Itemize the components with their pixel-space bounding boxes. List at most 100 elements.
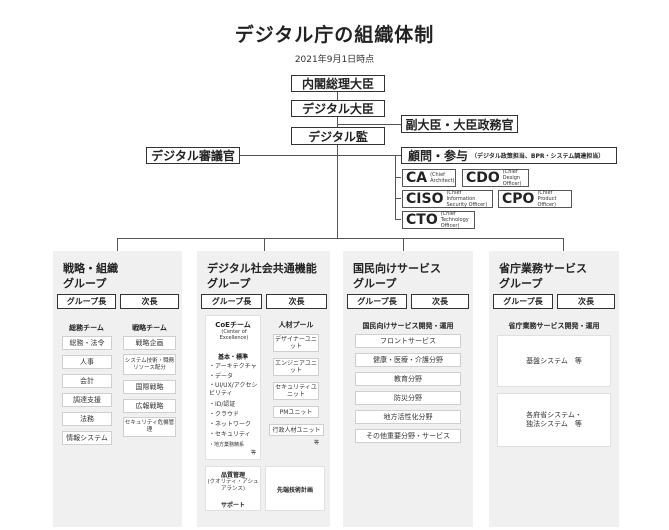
cpo-abbr: CPO	[502, 191, 535, 207]
agency-system-line2: 独法システム 等	[526, 420, 582, 428]
team1-item: 法務	[62, 412, 112, 426]
group-citizen-panel: 国民向けサービス グループ グループ長 次長 国民向けサービス開発・運用 フロン…	[343, 251, 473, 527]
clevel-branch-1	[395, 177, 401, 178]
basic-etc: 等	[251, 450, 257, 456]
group-ministry-panel: 省庁業務サービス グループ グループ長 次長 省庁業務サービス開発・運用 基盤シ…	[489, 251, 619, 527]
basic-standard-label: 基本・標準	[217, 354, 248, 361]
cto-box: CTO (Chief Technology Officer)	[402, 211, 475, 229]
team2-item: 広報戦略	[123, 399, 176, 413]
group-citizen-title: 国民向けサービス グループ	[353, 261, 441, 291]
hr-unit: エンジニアユニット	[273, 358, 319, 376]
cdo-desc: (Chief Design Officer)	[502, 169, 522, 187]
group4-drop-line	[563, 238, 564, 251]
group3-drop-line	[403, 238, 404, 251]
cdo-abbr: CDO	[466, 170, 500, 186]
group-strategy-title-line1: 戦略・組織	[63, 262, 118, 275]
basic-item: ・UI/UX/アクセシビリティ	[209, 382, 258, 397]
hr-etc: 等	[314, 440, 320, 446]
vice-minister-box: 副大臣・大臣政務官	[401, 115, 518, 133]
group-citizen-title-line2: グループ	[353, 277, 397, 290]
group-common-title: デジタル社会共通機能 グループ	[207, 261, 317, 291]
group-common-title-line2: グループ	[207, 277, 251, 290]
group-common-title-line1: デジタル社会共通機能	[207, 262, 317, 275]
group-citizen-head: グループ長	[347, 294, 407, 309]
group-citizen-title-line1: 国民向けサービス	[353, 262, 441, 275]
group-common-panel: デジタル社会共通機能 グループ グループ長 次長 CoEチーム (Center …	[197, 251, 330, 527]
vice-connector-line	[338, 124, 401, 125]
ciso-box: CISO (Chief Information Security Officer…	[402, 190, 493, 208]
team1-item: 総務・法令	[62, 336, 112, 350]
hr-unit: セキュリティユニット	[273, 382, 319, 400]
councilor-connector-line	[240, 155, 337, 156]
digital-councilor-box: デジタル審議官	[146, 147, 240, 164]
team2-item: 戦略企画	[123, 336, 176, 350]
team1-item: 人事	[62, 355, 112, 369]
citizen-service-item: 健康・医療・介護分野	[355, 353, 461, 367]
group-strategy-panel: 戦略・組織 グループ グループ長 次長 総務チーム 戦略チーム 総務・法令 人事…	[53, 251, 182, 527]
basic-item: ・ID/認証	[209, 401, 236, 408]
cto-abbr: CTO	[406, 212, 438, 228]
group-strategy-vice: 次長	[120, 294, 179, 309]
citizen-service-item: その他重要分野・サービス	[355, 429, 461, 443]
group1-drop-line	[117, 238, 118, 251]
base-system-box: 基盤システム 等	[497, 335, 611, 387]
team2-item: セキュリティ危機管理	[123, 417, 176, 437]
ciso-desc: (Chief Information Security Officer)	[446, 190, 488, 208]
citizen-service-item: フロントサービス	[355, 334, 461, 348]
clevel-branch-3	[395, 219, 401, 220]
group-common-head: グループ長	[201, 294, 262, 309]
hr-pool-title: 人材プール	[278, 321, 314, 329]
group-strategy-title: 戦略・組織 グループ	[63, 261, 118, 291]
basic-item: ・クラウド	[209, 411, 240, 418]
hr-unit: PMユニット	[273, 406, 319, 418]
citizen-service-item: 防災分野	[355, 391, 461, 405]
quality-support: サポート	[220, 502, 245, 509]
groups-horizontal-line	[117, 238, 564, 239]
date-label: 2021年9月1日時点	[294, 55, 375, 65]
group-citizen-vice: 次長	[411, 294, 469, 309]
ca-desc: (Chief Architect)	[430, 172, 455, 184]
group2-drop-line	[264, 238, 265, 251]
quality-title: 品質管理	[220, 472, 245, 479]
ca-box: CA (Chief Architect)	[402, 169, 456, 187]
agency-system-box: 各府省システム・ 独法システム 等	[497, 393, 611, 447]
team1-item: 調達支援	[62, 393, 112, 407]
basic-item: ・地方業務精系	[209, 442, 245, 448]
page-title: デジタル庁の組織体制	[234, 24, 435, 46]
cpo-box: CPO (Chief Product Officer)	[498, 190, 572, 208]
basic-item: ・アーキテクチャ	[209, 363, 257, 370]
advisor-label: 顧問・参与	[408, 149, 469, 163]
advanced-tech-block	[265, 466, 325, 511]
advisor-box: 顧問・参与 （デジタル政策担当、BPR・システム調達担当）	[401, 147, 617, 164]
team2-item: 国際戦略	[123, 380, 176, 394]
group-strategy-title-line2: グループ	[63, 277, 107, 290]
digital-supervisor-box: デジタル監	[291, 127, 385, 145]
group-strategy-head: グループ長	[57, 294, 116, 309]
agency-system-line1: 各府省システム・	[526, 411, 582, 419]
general-team-label: 総務チーム	[69, 324, 104, 332]
coe-subtitle: (Center of Excellence)	[219, 329, 249, 341]
team1-item: 会計	[62, 374, 112, 388]
digital-minister-box: デジタル大臣	[291, 100, 385, 117]
advanced-tech-label: 先端技術計画	[276, 487, 313, 494]
hr-unit: 行政人材ユニット	[269, 424, 324, 436]
group-ministry-title: 省庁業務サービス グループ	[499, 261, 587, 291]
group-ministry-title-line1: 省庁業務サービス	[499, 262, 587, 275]
group-ministry-title-line2: グループ	[499, 277, 543, 290]
coe-block	[205, 315, 261, 460]
ciso-abbr: CISO	[406, 191, 444, 207]
hr-unit: デザイナーユニット	[273, 334, 319, 352]
main-vertical-line	[337, 91, 338, 238]
citizen-service-item: 教育分野	[355, 372, 461, 386]
coe-title: CoEチーム	[215, 321, 251, 329]
cdo-box: CDO (Chief Design Officer)	[462, 169, 529, 187]
quality-subtitle: (クオリティ・アシュアランス)	[207, 479, 259, 492]
basic-item: ・ネットワーク	[209, 421, 252, 428]
ministry-dev-section: 省庁業務サービス開発・運用	[508, 322, 600, 330]
group-common-vice: 次長	[266, 294, 327, 309]
group-ministry-head: グループ長	[493, 294, 553, 309]
advisor-note: （デジタル政策担当、BPR・システム調達担当）	[471, 153, 605, 160]
basic-item: ・データ	[209, 373, 234, 380]
group-ministry-vice: 次長	[557, 294, 615, 309]
ca-abbr: CA	[406, 170, 428, 186]
